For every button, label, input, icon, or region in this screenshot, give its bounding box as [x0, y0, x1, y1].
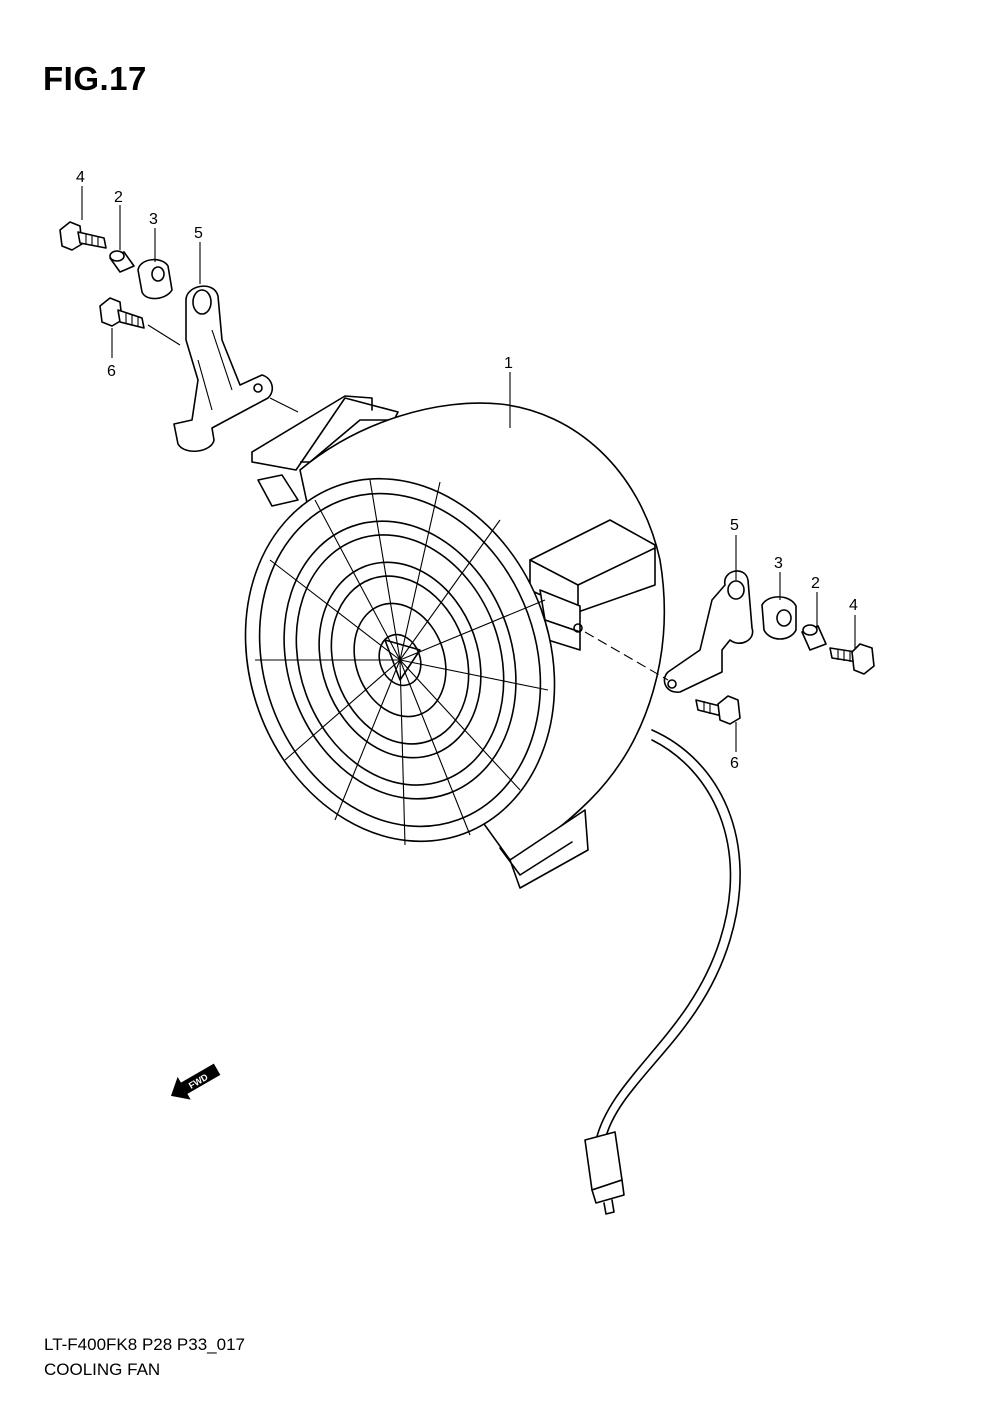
callout-5-right: 5 — [730, 517, 739, 534]
callout-4-left: 4 — [76, 169, 85, 186]
grommet-3-right — [761, 596, 797, 640]
spacer-2-left — [109, 250, 135, 273]
figure-name: COOLING FAN — [44, 1360, 161, 1379]
spacer-2-right — [801, 624, 827, 651]
callout-2-right: 2 — [811, 575, 820, 592]
callout-3-right: 3 — [774, 555, 783, 572]
bolt-6-right — [695, 695, 741, 725]
callout-6-left: 6 — [107, 363, 116, 380]
bolt-6-left — [99, 297, 145, 329]
callout-5-left: 5 — [194, 225, 203, 242]
bracket-5-right — [663, 570, 754, 693]
callout-1-fan: 1 — [504, 355, 513, 372]
cooling-fan-assembly — [244, 395, 666, 889]
callout-2-left: 2 — [114, 189, 123, 206]
fan-wiring-cable — [584, 729, 741, 1215]
figure-code: LT-F400FK8 P28 P33_017 — [44, 1335, 245, 1354]
bolt-4-right — [829, 643, 875, 675]
callout-6-right: 6 — [730, 755, 739, 772]
bolt-4-left — [59, 221, 107, 251]
bracket-5-left — [173, 285, 274, 452]
figure-title: FIG.17 — [43, 60, 147, 97]
grommet-3-left — [137, 258, 173, 300]
callout-4-right: 4 — [849, 597, 858, 614]
callout-3-left: 3 — [149, 211, 158, 228]
fwd-direction-arrow: FWD — [170, 1063, 221, 1100]
